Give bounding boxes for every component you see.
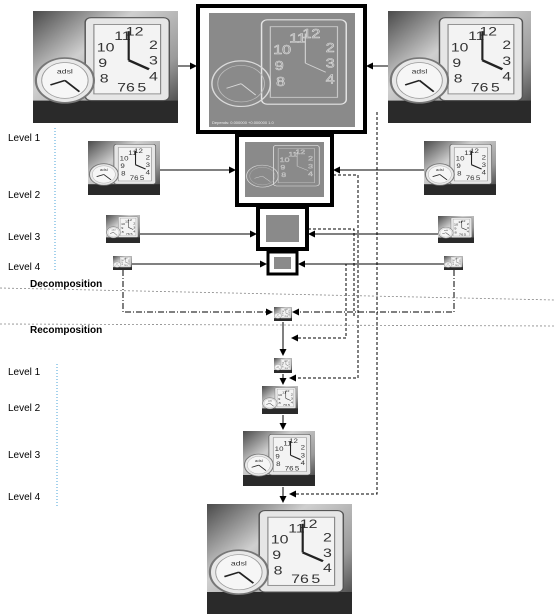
- separator-decomposition: [0, 287, 555, 301]
- dashed-link-top: [289, 112, 378, 498]
- laplacian-image-l2: [245, 142, 324, 197]
- input-image-right: [388, 11, 531, 123]
- decomposition-label: Decomposition: [30, 279, 102, 290]
- input-image-left: [33, 11, 178, 123]
- gaussian-image-l4-right: [444, 256, 463, 270]
- laplacian-image-l3: [266, 215, 299, 242]
- level-3-label-recomp: Level 3: [8, 450, 41, 461]
- level-4-label-recomp: Level 4: [8, 492, 41, 503]
- gaussian-image-l3-right: [438, 216, 474, 243]
- recomposition-label: Recomposition: [30, 325, 102, 336]
- gaussian-image-l4-left: [113, 256, 132, 270]
- level-2-label-decomp: Level 2: [8, 190, 41, 201]
- image-caption: Depends: 0.000000 +0.000000 1.0: [212, 120, 274, 125]
- dashed-link-l2: [289, 174, 359, 382]
- dashdot-merge-left: [122, 270, 273, 316]
- level-2-label-recomp: Level 2: [8, 403, 41, 414]
- level-1-label-recomp: Level 1: [8, 367, 41, 378]
- recon-image-l3: [243, 431, 315, 486]
- dashed-link-l4: [291, 263, 347, 342]
- recon-image-final: [207, 504, 352, 614]
- dashed-link-l3: [308, 228, 355, 318]
- gaussian-image-l3-left: [106, 215, 140, 243]
- recon-image-l1: [274, 358, 292, 373]
- dashdot-merge-right: [292, 270, 455, 316]
- gaussian-image-l2-left: [88, 141, 160, 195]
- recon-image-l0: [274, 307, 292, 321]
- level-1-label-decomp: Level 1: [8, 133, 41, 144]
- recon-image-l2: [262, 386, 298, 414]
- separator-recomposition: [0, 323, 555, 327]
- level-3-label-decomp: Level 3: [8, 232, 41, 243]
- laplacian-image-top: [209, 13, 355, 127]
- gaussian-image-l2-right: [424, 141, 496, 195]
- level-4-label-decomp: Level 4: [8, 262, 41, 273]
- laplacian-image-l4: [274, 257, 291, 269]
